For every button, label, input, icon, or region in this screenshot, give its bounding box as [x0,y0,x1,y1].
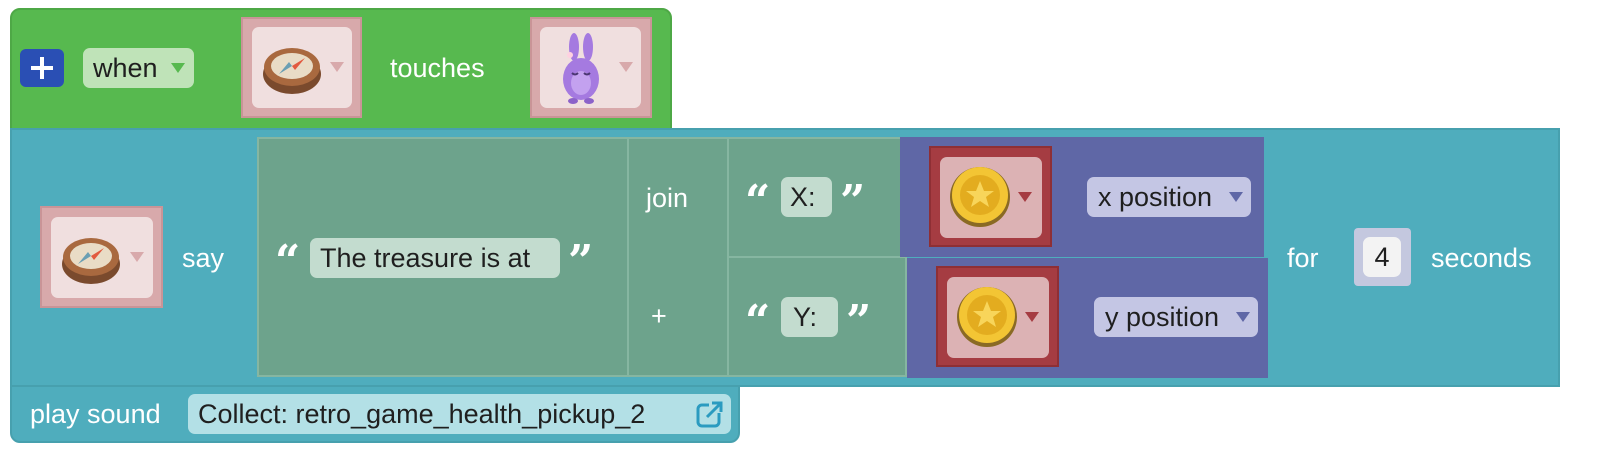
y-coin-dropdown[interactable] [947,277,1049,358]
compass-icon [62,238,120,284]
open-quote-icon: “ [745,176,771,227]
external-link-icon[interactable] [695,399,725,429]
x-coin-dropdown[interactable] [940,157,1042,238]
sound-name-value: Collect: retro_game_health_pickup_2 [198,399,646,429]
sprite-dropdown-2[interactable] [540,27,641,108]
duration-input[interactable]: 4 [1363,237,1401,277]
y-text-input[interactable]: Y: [781,297,838,337]
chevron-down-icon [1025,312,1039,322]
close-quote-icon: ” [846,296,872,347]
gold-coin-icon [957,287,1017,347]
plus-icon [31,57,53,79]
open-quote-icon: “ [275,236,301,287]
chevron-down-icon [1018,192,1032,202]
y-property-dropdown[interactable]: y position [1094,297,1258,337]
sprite-dropdown-1[interactable] [252,27,352,108]
join-row-divider [729,256,907,258]
join-column-divider [627,139,629,375]
chevron-down-icon [1236,312,1250,322]
join-label: join [646,183,689,213]
sound-name-dropdown[interactable]: Collect: retro_game_health_pickup_2 [188,394,731,434]
chevron-down-icon [1229,192,1243,202]
play-sound-label: play sound [30,399,161,429]
text-literal-input[interactable]: The treasure is at [310,238,560,278]
close-quote-icon: ” [840,176,866,227]
close-quote-icon: ” [568,236,594,287]
text-literal-value: The treasure is at [320,243,531,273]
touches-label: touches [390,53,485,83]
speaker-sprite-dropdown[interactable] [51,217,153,298]
duration-value: 4 [1374,242,1390,272]
gold-coin-icon [950,167,1010,227]
x-property-label: x position [1098,182,1213,212]
say-label: say [182,243,225,273]
open-quote-icon: “ [745,296,771,347]
compass-icon [263,48,321,94]
chevron-down-icon [171,63,185,73]
x-property-dropdown[interactable]: x position [1087,177,1251,217]
for-label: for [1287,243,1319,273]
seconds-label: seconds [1431,243,1532,273]
chevron-down-icon [330,62,344,72]
join-inner-divider [727,139,729,375]
y-property-label: y position [1105,302,1220,332]
plus-label: + [651,301,667,331]
x-text-value: X: [790,182,816,212]
y-text-value: Y: [793,302,818,332]
x-text-input[interactable]: X: [781,177,832,217]
when-dropdown[interactable]: when [83,48,194,88]
chevron-down-icon [130,252,144,262]
when-label: when [93,53,158,83]
chevron-down-icon [619,62,633,72]
add-button[interactable] [20,49,64,87]
purple-bunny-icon [563,33,599,104]
